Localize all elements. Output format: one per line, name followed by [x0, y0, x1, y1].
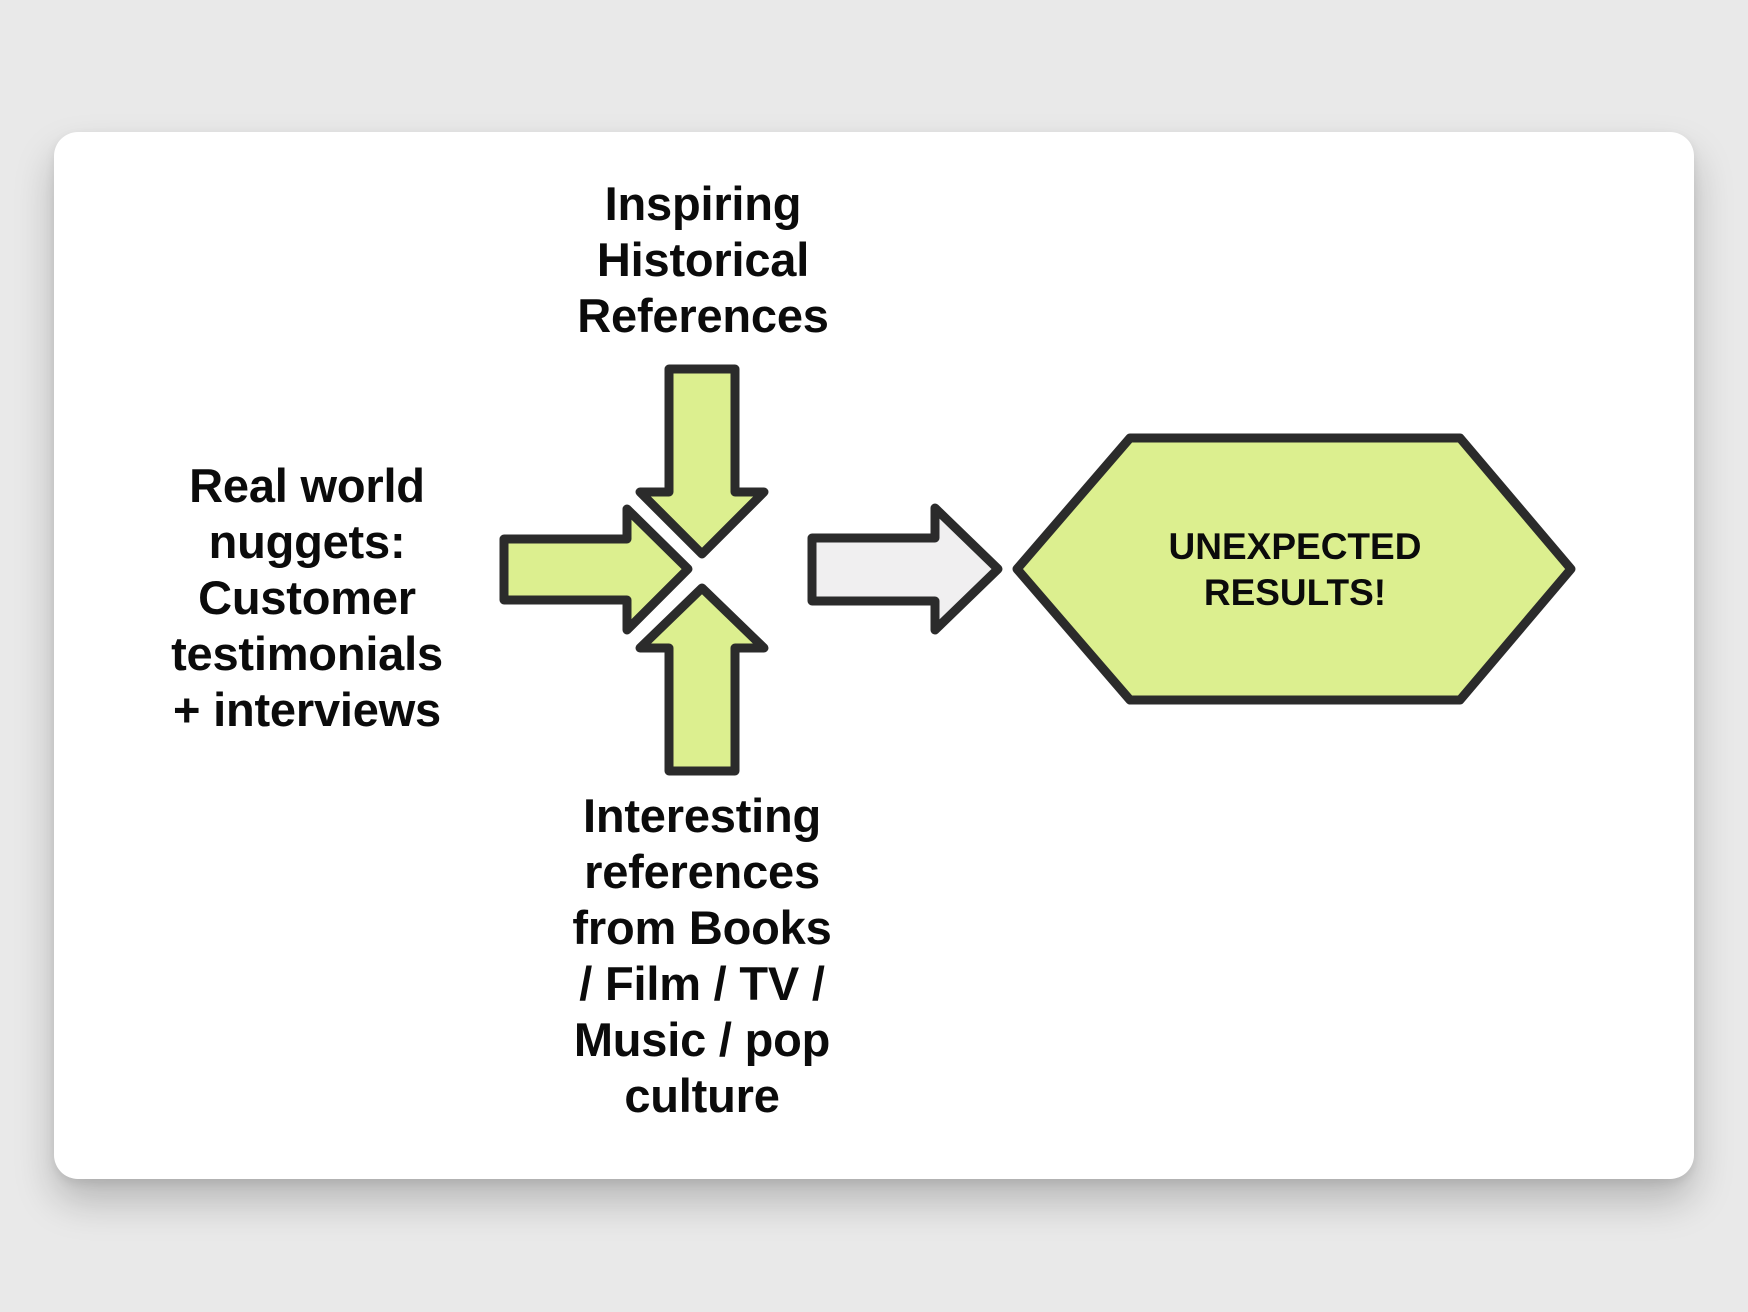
result-hexagon — [1012, 433, 1576, 705]
result-label: UNEXPECTED RESULTS! — [1168, 526, 1422, 613]
arrow-up-icon — [635, 583, 769, 776]
arrow-right-icon — [499, 504, 693, 635]
label-historical-references: Inspiring Historical References — [577, 177, 829, 342]
label-pop-culture-references: Interesting references from Books / Film… — [572, 789, 832, 1122]
result-arrow-icon — [807, 503, 1003, 635]
arrow-down-icon — [635, 364, 769, 559]
label-real-world-nuggets: Real world nuggets: Customer testimonial… — [171, 459, 443, 736]
